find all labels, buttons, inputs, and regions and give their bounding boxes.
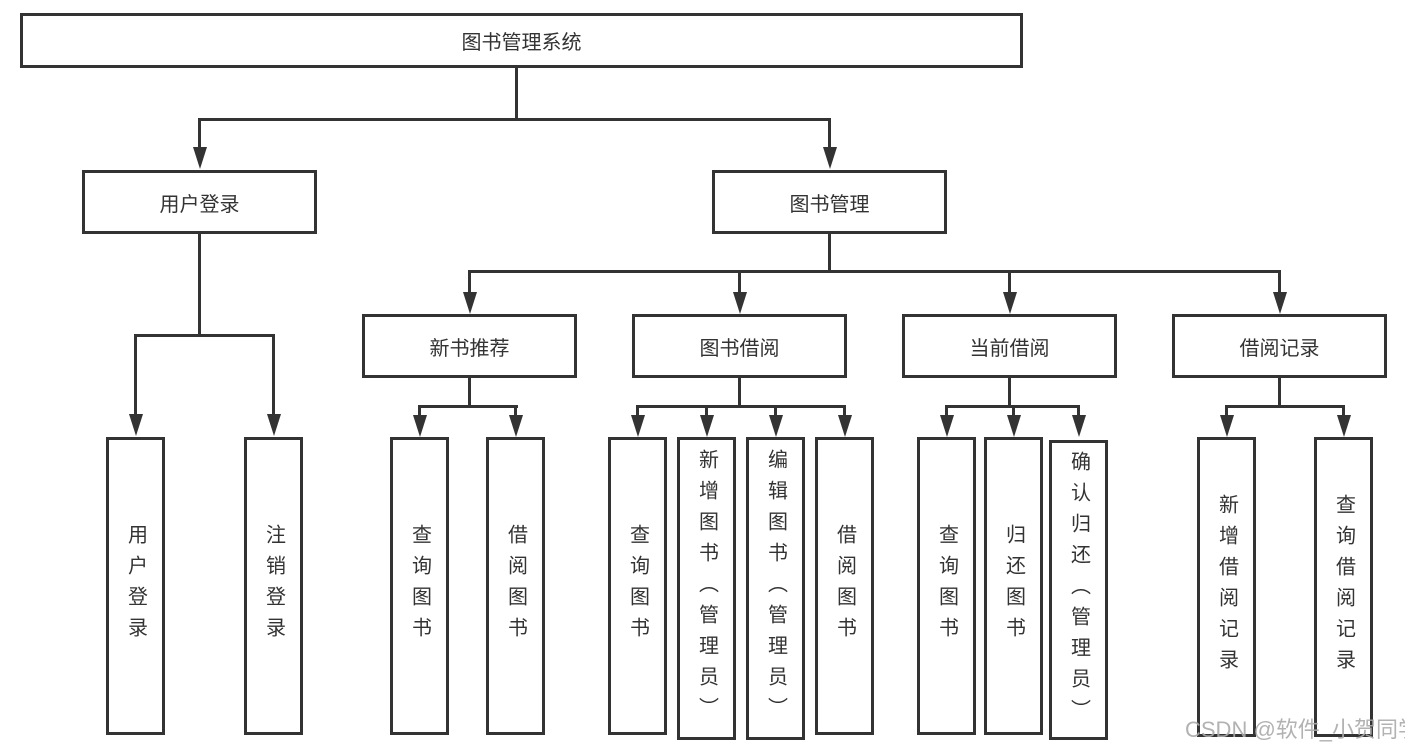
connector-leaf-stem [1012, 405, 1015, 417]
arrow-down-icon [267, 414, 281, 436]
leaf-return-book: 归还图书 [984, 437, 1043, 735]
connector-book-management-hline [468, 270, 1281, 273]
connector-user-login-stem [198, 234, 201, 336]
connector-leaf-stem [705, 405, 708, 417]
arrow-down-icon [193, 147, 207, 169]
connector-to-leaf-logout [272, 334, 275, 416]
arrow-down-icon [129, 414, 143, 436]
connector-recommend-hline [418, 405, 518, 408]
connector-leaf-stem [1077, 405, 1080, 417]
arrow-down-icon [769, 415, 783, 437]
connector-leaf-stem [843, 405, 846, 417]
node-user-login: 用户登录 [82, 170, 317, 234]
connector-leaf-stem [945, 405, 948, 417]
arrow-down-icon [1072, 415, 1086, 437]
leaf-user-login: 用户登录 [106, 437, 165, 735]
connector-to-book-management [828, 118, 831, 149]
leaf-add-borrow-record: 新增借阅记录 [1197, 437, 1256, 737]
connector-leaf-stem [1342, 405, 1345, 417]
connector-to-user-login [198, 118, 201, 149]
leaf-confirm-return-admin: 确认归还（管理员） [1049, 440, 1108, 740]
connector-root-hline [198, 118, 831, 121]
connector-root-stem [515, 68, 518, 120]
arrow-down-icon [1337, 415, 1351, 437]
leaf-query-borrow-record: 查询借阅记录 [1314, 437, 1373, 737]
connector-book-management-stem [828, 234, 831, 273]
arrow-down-icon [413, 415, 427, 437]
arrow-down-icon [838, 415, 852, 437]
arrow-down-icon [631, 415, 645, 437]
arrow-down-icon [509, 415, 523, 437]
connector-to-book-borrow [738, 270, 741, 295]
connector-to-leaf-user-login [134, 334, 137, 416]
arrow-down-icon [940, 415, 954, 437]
connector-records-stem [1278, 378, 1281, 408]
arrow-down-icon [1273, 292, 1287, 314]
leaf-add-book-admin: 新增图书（管理员） [677, 437, 736, 740]
connector-borrow-stem [738, 378, 741, 408]
connector-leaf-stem [418, 405, 421, 417]
connector-to-current-borrow [1008, 270, 1011, 295]
connector-leaf-stem [1225, 405, 1228, 417]
connector-current-stem [1008, 378, 1011, 408]
watermark: CSDN @软件_小贺同学 [1185, 717, 1405, 742]
node-current-borrow: 当前借阅 [902, 314, 1117, 378]
arrow-down-icon [1003, 292, 1017, 314]
leaf-borrow-books-recommend: 借阅图书 [486, 437, 545, 735]
connector-records-hline [1225, 405, 1345, 408]
arrow-down-icon [700, 415, 714, 437]
node-book-borrow: 图书借阅 [632, 314, 847, 378]
arrow-down-icon [733, 292, 747, 314]
node-borrow-records: 借阅记录 [1172, 314, 1387, 378]
connector-to-borrow-records [1278, 270, 1281, 295]
leaf-query-books-current: 查询图书 [917, 437, 976, 735]
connector-leaf-stem [514, 405, 517, 417]
connector-user-login-hline [134, 334, 275, 337]
leaf-query-books-recommend: 查询图书 [390, 437, 449, 735]
arrow-down-icon [1220, 415, 1234, 437]
arrow-down-icon [1007, 415, 1021, 437]
leaf-edit-book-admin: 编辑图书（管理员） [746, 437, 805, 740]
connector-borrow-hline [636, 405, 846, 408]
node-book-management: 图书管理 [712, 170, 947, 234]
leaf-borrow-books-borrow: 借阅图书 [815, 437, 874, 735]
connector-to-new-book-recommend [468, 270, 471, 295]
connector-leaf-stem [636, 405, 639, 417]
leaf-query-books-borrow: 查询图书 [608, 437, 667, 735]
arrow-down-icon [823, 147, 837, 169]
connector-leaf-stem [774, 405, 777, 417]
connector-recommend-stem [468, 378, 471, 408]
node-new-book-recommend: 新书推荐 [362, 314, 577, 378]
node-library-system: 图书管理系统 [20, 13, 1023, 68]
leaf-logout: 注销登录 [244, 437, 303, 735]
arrow-down-icon [463, 292, 477, 314]
